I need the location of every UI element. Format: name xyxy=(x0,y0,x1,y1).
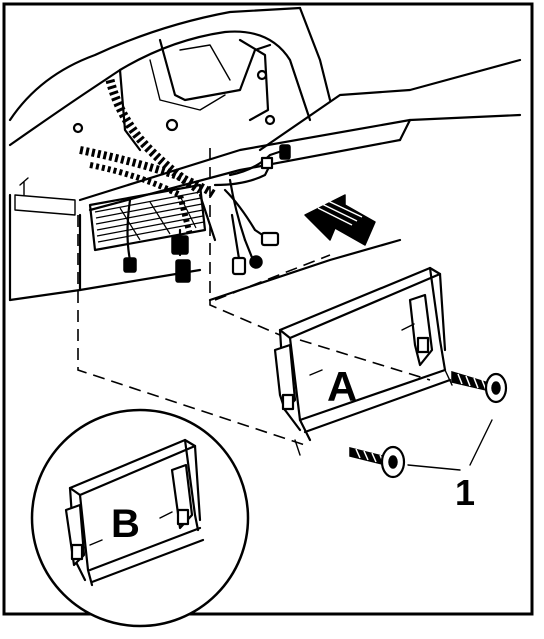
bracket-b: B xyxy=(64,438,205,587)
diagram-frame xyxy=(2,2,534,616)
screws-callout: 1 xyxy=(407,419,493,513)
inset-circle: B xyxy=(30,408,250,628)
bracket-a: A xyxy=(273,266,453,456)
bracket-b-label: B xyxy=(111,502,140,546)
wiring-harness xyxy=(79,78,291,283)
dashboard-panel xyxy=(8,6,522,302)
installation-direction-arrow-icon xyxy=(304,194,376,246)
installation-guide-lines xyxy=(77,148,431,446)
screw-upper xyxy=(451,370,508,404)
bracket-a-label: A xyxy=(327,363,357,410)
screws-callout-label: 1 xyxy=(455,472,475,513)
screw-lower xyxy=(349,445,406,479)
